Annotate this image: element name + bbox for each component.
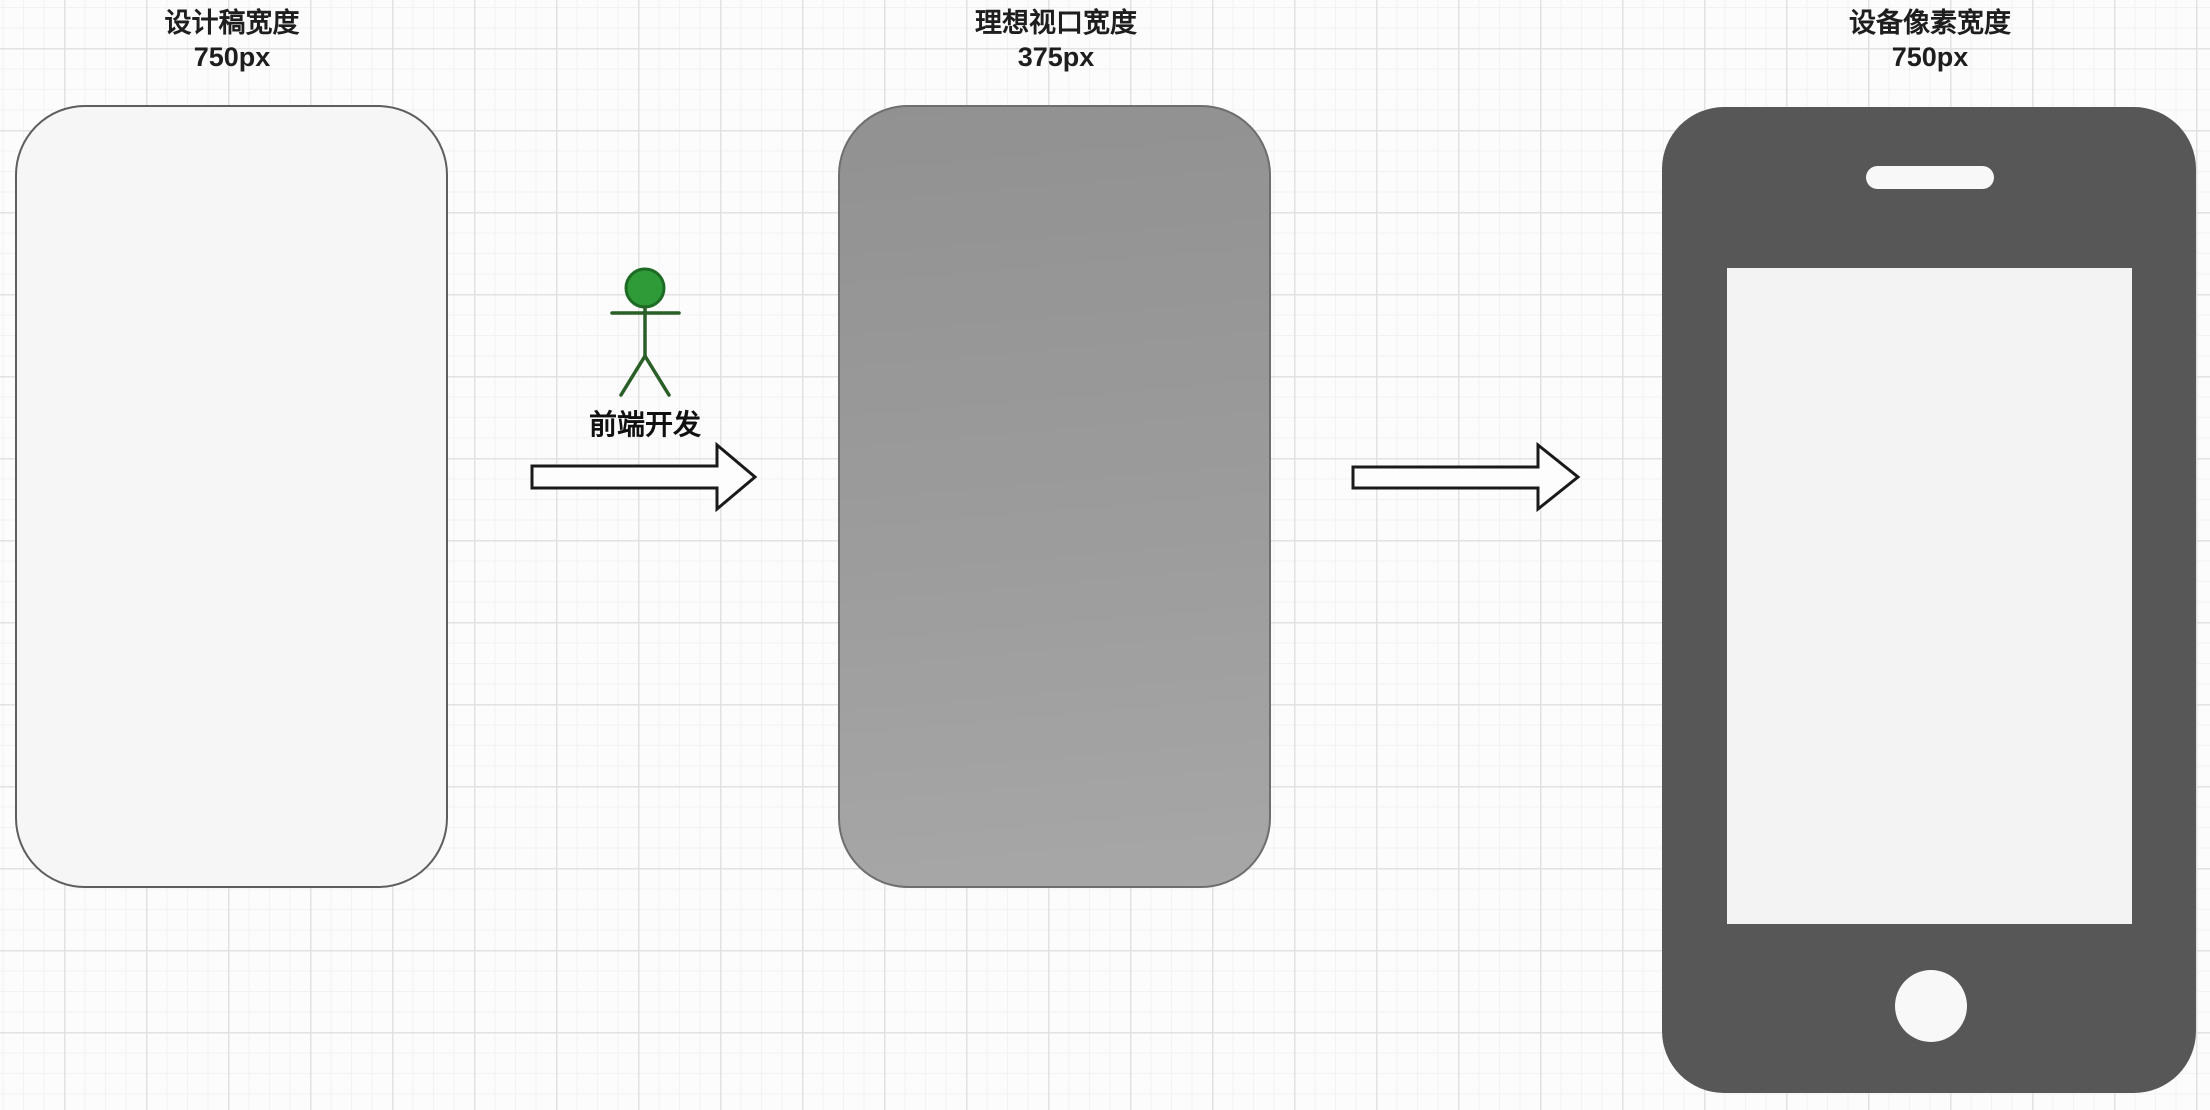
design-draft-title: 设计稿宽度 bbox=[164, 8, 300, 38]
ideal-viewport-title-block: 理想视口宽度 375px bbox=[886, 6, 1226, 74]
developer-label: 前端开发 bbox=[588, 409, 701, 440]
phone-screen bbox=[1727, 268, 2132, 924]
device-pixel-width-value: 750px bbox=[1891, 42, 1969, 72]
stick-figure-head bbox=[624, 267, 666, 309]
device-pixel-title: 设备像素宽度 bbox=[1849, 8, 2011, 38]
phone-speaker-slot bbox=[1866, 166, 1994, 189]
stick-figure-limbs bbox=[610, 305, 681, 397]
arrow-shape bbox=[1351, 441, 1581, 513]
stick-figure-icon bbox=[610, 267, 681, 397]
design-draft-title-block: 设计稿宽度 750px bbox=[62, 6, 402, 74]
ideal-viewport-rect bbox=[838, 105, 1271, 888]
arrow-shape bbox=[530, 441, 758, 513]
ideal-viewport-title: 理想视口宽度 bbox=[975, 8, 1137, 38]
design-draft-width-value: 750px bbox=[193, 42, 271, 72]
design-draft-rect bbox=[15, 105, 448, 888]
arrow-right-icon bbox=[1351, 441, 1581, 513]
ideal-viewport-width-value: 375px bbox=[1017, 42, 1095, 72]
smartphone-icon bbox=[1662, 107, 2196, 1093]
arrow-right-icon bbox=[530, 441, 758, 513]
phone-home-button bbox=[1895, 970, 1967, 1042]
device-pixel-title-block: 设备像素宽度 750px bbox=[1760, 6, 2100, 74]
